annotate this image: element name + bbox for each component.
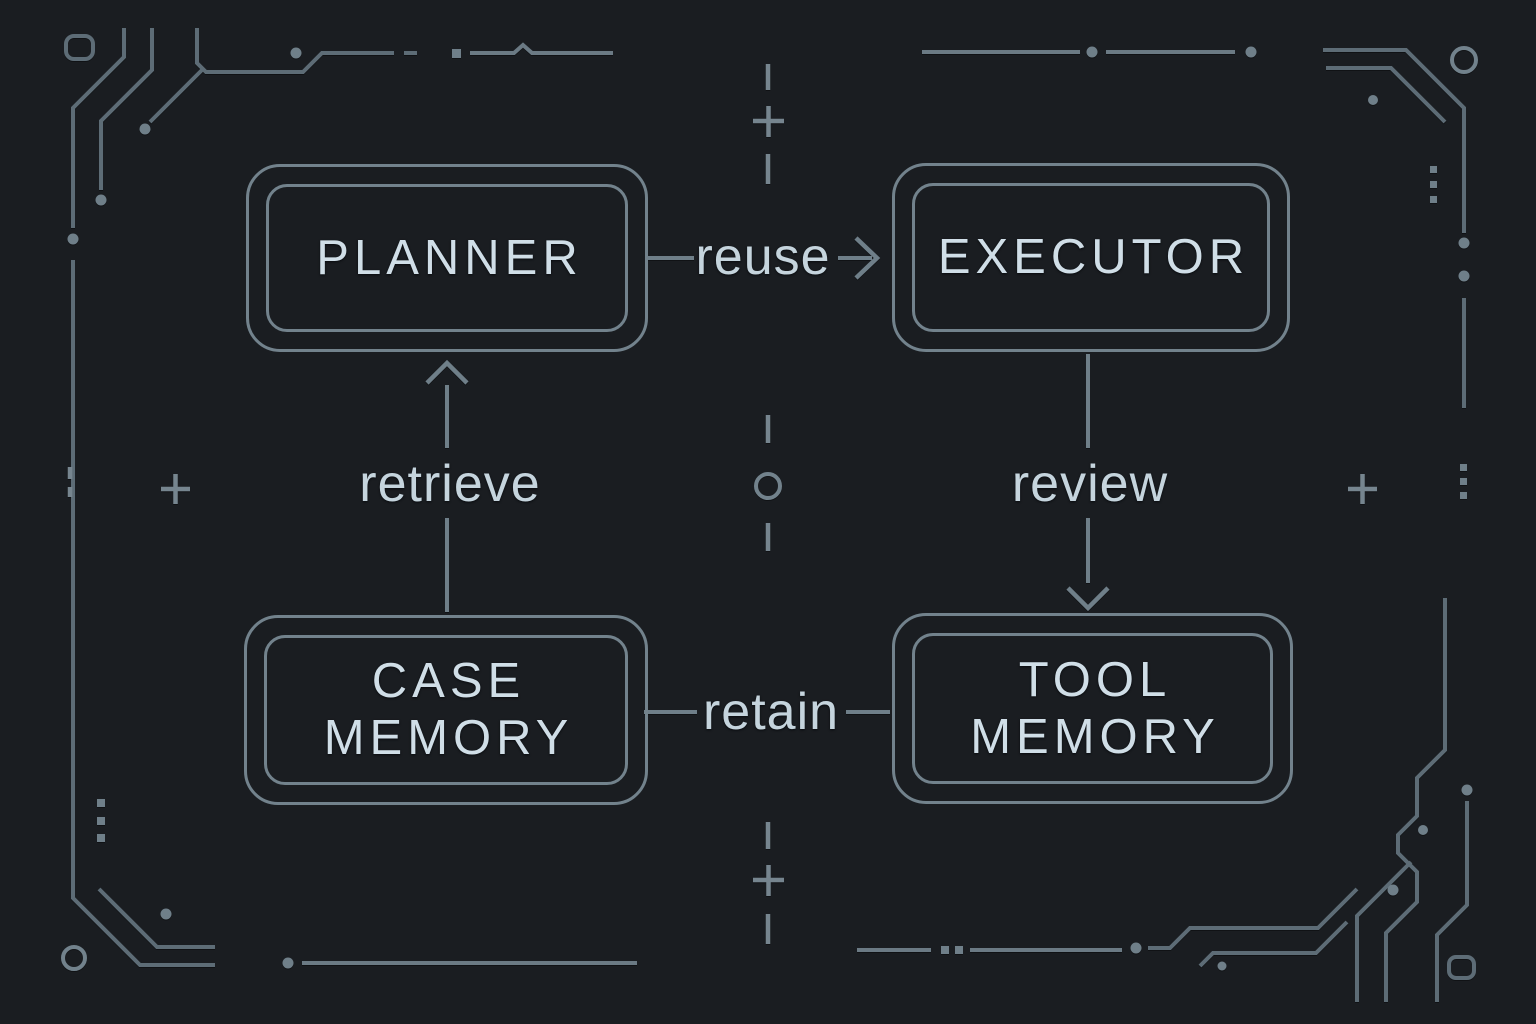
dot-node [1387, 884, 1399, 896]
dot-node [290, 47, 302, 59]
ring-node [61, 945, 87, 971]
edge-review-arrowhead [1066, 586, 1110, 612]
edge-retrieve-arrowhead [425, 359, 469, 385]
square-pad [1430, 181, 1437, 188]
dot-node [1217, 961, 1227, 971]
edge-retain-label: retain [702, 683, 840, 741]
dot-node [1130, 942, 1142, 954]
edge-reuse-label: reuse [695, 228, 831, 286]
square-pad [1430, 196, 1437, 203]
node-case-memory-inner-frame: CASE MEMORY [264, 635, 628, 785]
circuit-decoration-bottom-edge [857, 942, 1142, 954]
dot-node [282, 957, 294, 969]
node-tool-memory-inner-frame: TOOL MEMORY [912, 633, 1273, 784]
node-case-memory-label: CASE MEMORY [323, 654, 574, 765]
dot-node [160, 908, 172, 920]
dot-node [1458, 270, 1470, 282]
dot-node [1458, 237, 1470, 249]
rounded-chip-pad [1447, 955, 1476, 980]
dot-node [1368, 95, 1378, 105]
circuit-decoration-bottom-left [61, 799, 637, 971]
center-guide-column [753, 64, 784, 944]
dot-node [95, 194, 107, 206]
square-pad [1430, 166, 1437, 173]
crosshair-plus-marker [753, 865, 784, 896]
node-planner: PLANNER [246, 164, 648, 352]
node-tool-memory: TOOL MEMORY [892, 613, 1293, 804]
dot-node [67, 233, 79, 245]
crosshair-plus-marker [1348, 474, 1377, 504]
rounded-chip-pad [64, 34, 95, 61]
dot-node [1418, 825, 1428, 835]
square-pad [1460, 478, 1467, 485]
edge-markers-right [1348, 474, 1377, 504]
ring-node [754, 472, 782, 500]
square-pad [1460, 464, 1467, 471]
square-pad [452, 49, 461, 58]
square-pad [97, 817, 105, 825]
crosshair-plus-marker [753, 106, 784, 137]
edge-review-label: review [1011, 455, 1169, 513]
square-pad [1460, 492, 1467, 499]
square-pad [97, 834, 105, 842]
square-pad [955, 946, 963, 954]
node-executor-inner-frame: EXECUTOR [912, 183, 1270, 332]
circuit-decoration-top-left [64, 28, 417, 967]
edge-markers-left [67, 467, 190, 504]
edge-review [1066, 354, 1110, 612]
edge-reuse-arrowhead [854, 236, 881, 280]
node-tool-memory-label: TOOL MEMORY [970, 652, 1220, 764]
circuit-decoration-bottom-right [1148, 598, 1476, 1002]
edge-retrieve-label: retrieve [359, 455, 541, 513]
edge-reuse [648, 236, 881, 280]
node-planner-inner-frame: PLANNER [266, 184, 628, 332]
node-planner-label: PLANNER [316, 230, 583, 285]
circuit-decoration-top-right [1323, 46, 1478, 499]
node-executor-label: EXECUTOR [937, 230, 1250, 285]
dot-node [139, 123, 151, 135]
crosshair-plus-marker [161, 474, 190, 504]
dot-node [1461, 784, 1473, 796]
dot-node [1245, 46, 1257, 58]
circuit-decoration-top-edge [452, 42, 1257, 58]
dot-node [1086, 46, 1098, 58]
ring-node [1450, 46, 1478, 74]
square-pad [97, 799, 105, 807]
square-pad [941, 946, 949, 954]
node-case-memory: CASE MEMORY [244, 615, 648, 805]
node-executor: EXECUTOR [892, 163, 1290, 352]
edge-retrieve [425, 359, 469, 612]
